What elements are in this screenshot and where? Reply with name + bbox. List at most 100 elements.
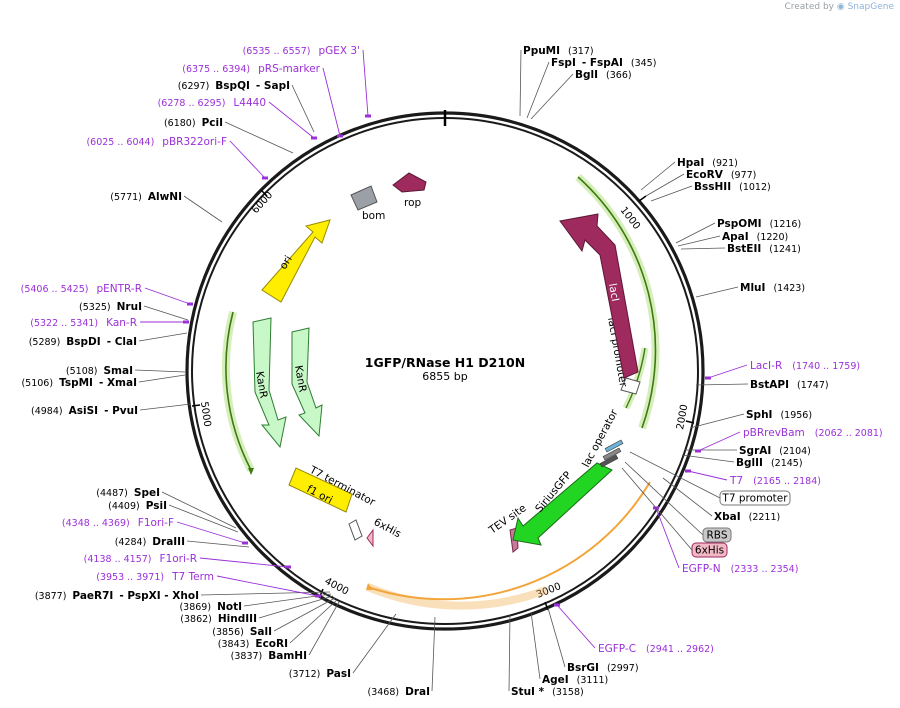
site-label: ApaI(1220) [722,231,788,243]
site-pcii[interactable]: (6180)PciI [164,117,294,154]
site-agei[interactable]: AgeI(3111) [530,611,608,686]
site-label: (3468)DraI [368,686,430,698]
primer-f1orif[interactable]: (4348 .. 4369)F1ori-F [62,517,248,545]
site-label: (3712)PasI [289,668,351,680]
bom-box [350,185,378,211]
site-name: XbaI [714,511,741,523]
primer-name: L4440 [233,97,266,109]
primer-leader-line [655,507,680,569]
site-stui[interactable]: StuI *(3158) [508,614,584,698]
primer-pbrrevbam[interactable]: pBRrevBam(2062 .. 2081) [695,427,883,453]
site-position: (921) [712,158,738,169]
primer-site-mark [705,376,711,380]
site-name: NotI [217,601,242,613]
site-name: SphI [746,409,772,421]
site-ecori[interactable]: (3843)EcoRI [218,599,338,650]
site-psii[interactable]: (4409)PsiI [108,500,239,533]
site-sali[interactable]: (3856)SalI [212,597,336,638]
primer-label: (5406 .. 5425)pENTR-R [21,283,142,295]
site-bsshii[interactable]: BssHII(1012) [650,181,771,202]
site-bspqi[interactable]: (6297)BspQI- SapI [178,80,315,133]
primer-l4440[interactable]: (6278 .. 6295)L4440 [158,97,317,140]
rbs-box[interactable]: RBS [624,461,732,543]
tick-2000: 2000 [675,404,690,431]
site-position: (5108) [66,366,98,377]
site-mlui[interactable]: MluI(1423) [695,282,805,298]
site-leader-line [161,491,237,529]
site-smai[interactable]: (5108) SmaI [66,365,186,377]
site-bsrgi[interactable]: BsrGI(2997) [547,607,639,674]
site-xbai[interactable]: XbaI(2211) [662,477,780,523]
site-name: SmaI [104,365,134,377]
site-label: (3856)SalI [212,626,272,638]
primer-label: (3953 .. 3971)T7 Term [96,571,214,583]
primer-f1orir[interactable]: (4138 .. 4157)F1ori-R [84,553,291,569]
primer-name: EGFP-N [682,563,721,575]
primer-t7term[interactable]: (3953 .. 3971)T7 Term [96,571,321,598]
primer-t7[interactable]: T7(2165 .. 2184) [685,469,821,488]
site-nrui[interactable]: (5325)NruI [79,301,189,321]
primer-leader-line [322,67,341,137]
site-pasi[interactable]: (3712)PasI [289,613,397,680]
site-hindiii[interactable]: (3862)HindIII [180,595,334,625]
site-leader-line [138,374,186,383]
site-alwni[interactable]: (5771)AlwNI [110,191,223,223]
primer-site-mark [242,541,248,545]
site-position: (3856) [212,627,244,638]
primer-pgex3[interactable]: (6535 .. 6557)pGEX 3' [243,45,371,118]
site-alt-name: - PvuI [104,405,138,417]
site-bamhi[interactable]: (3837)BamHI [231,601,340,662]
site-hpai[interactable]: HpaI(921) [640,157,738,191]
site-paer7i[interactable]: (3877)PaeR7I- PspXI - XhoI [35,590,331,602]
t7-promoter-box[interactable]: T7 promoter [629,451,791,506]
site-sgrai[interactable]: SgrAI(2104) [685,445,811,457]
site-leader-line [645,173,685,197]
site-ppumi[interactable]: PpuMI(317) [519,45,594,117]
site-position: (4409) [108,501,140,512]
site-bstapi[interactable]: BstAPI(1747) [695,379,829,391]
snapgene-logo: ◉ SnapGene [836,2,894,12]
site-name: BstAPI [750,379,789,391]
site-ecorv[interactable]: EcoRV(977) [645,169,757,197]
site-asisi[interactable]: (4984)AsiSI- PvuI [31,403,192,417]
primer-name: Kan-R [106,317,137,329]
site-position: (5325) [79,302,111,313]
primer-name: F1ori-R [160,553,197,565]
site-draiii[interactable]: (4284)DraIII [115,536,250,548]
site-apai[interactable]: ApaI(1220) [677,231,788,247]
site-leader-line [352,613,397,674]
site-label: (5108) SmaI [66,365,133,377]
primer-leader-line [216,575,319,597]
site-leader-line [662,477,713,517]
primer-pentrr[interactable]: (5406 .. 5425)pENTR-R [21,283,193,306]
site-spei[interactable]: (4487)SpeI [96,487,237,529]
site-name: MluI [740,282,765,294]
site-fspi[interactable]: FspI- FspAI(345) [526,57,656,119]
site-name: BspDI [66,336,100,348]
tick-5000: 5000 [198,401,212,428]
site-bglii[interactable]: BglII(2145) [681,454,803,469]
site-position: (977) [731,170,757,181]
site-name: SpeI [134,487,160,499]
primer-label: (4138 .. 4157)F1ori-R [84,553,197,565]
site-bgli[interactable]: BglI(366) [530,69,632,120]
site-tspmi[interactable]: (5106)TspMI- XmaI [21,374,186,389]
site-leader-line [508,614,511,692]
primer-lacir[interactable]: LacI-R(1740 .. 1759) [705,360,860,380]
primer-pbr322orif[interactable]: (6025 .. 6044)pBR322ori-F [86,136,268,180]
primer-prsmarker[interactable]: (6375 .. 6394)pRS-marker [182,63,343,138]
site-label: BglI(366) [575,69,632,81]
primer-egfpc[interactable]: EGFP-C(2941 .. 2962) [554,603,714,656]
site-label: (4409)PsiI [108,500,167,512]
primer-name: T7 [729,475,743,487]
his6-box[interactable]: 6xHis [621,467,728,558]
primer-kanr[interactable]: (5322 .. 5341)Kan-R [30,317,189,329]
site-bspdi[interactable]: (5289)BspDI- ClaI [29,332,188,348]
bom-label: bom [362,210,385,222]
site-bsteii[interactable]: BstEII(1241) [680,243,801,255]
site-pspomi[interactable]: PspOMI(1216) [675,218,801,244]
site-sphi[interactable]: SphI(1956) [689,409,812,429]
site-drai[interactable]: (3468)DraI [368,616,436,698]
feature-box-label: 6xHis [695,545,724,557]
site-label: PspOMI(1216) [717,218,801,230]
